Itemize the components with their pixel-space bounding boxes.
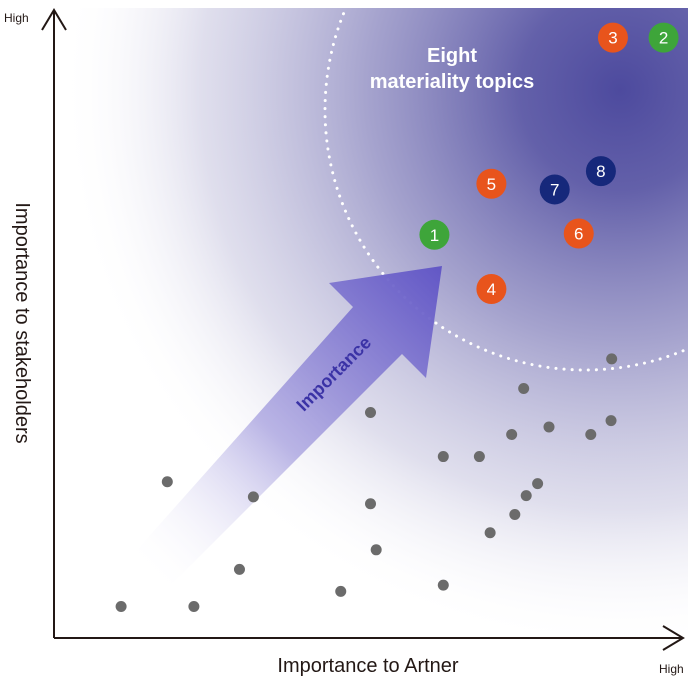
topic-point-2: 2 (648, 22, 679, 53)
other-topic-point-7 (370, 544, 382, 556)
topic-number-3: 3 (608, 29, 617, 48)
topic-marker-7 (539, 174, 570, 205)
other-topic-point-18 (518, 383, 530, 395)
topic-number-5: 5 (487, 175, 496, 194)
other-topic-point-16 (532, 478, 544, 490)
other-topic-point-4 (247, 491, 259, 503)
topic-marker-2 (648, 22, 679, 53)
other-topic-point-15 (520, 490, 532, 502)
topic-number-7: 7 (550, 180, 559, 199)
topic-marker-5 (476, 168, 507, 199)
importance-arrow (128, 266, 442, 594)
other-topic-point-5 (233, 563, 245, 575)
topic-point-6: 6 (563, 218, 594, 249)
other-topic-point-19 (543, 421, 555, 433)
other-topic-point-11 (437, 579, 449, 591)
region-label-line2: materiality topics (370, 71, 535, 93)
topic-point-5: 5 (476, 168, 507, 199)
materiality-topics-layer: 1 2 3 4 5 6 7 8 (419, 22, 679, 304)
topic-marker-1 (419, 219, 450, 250)
topic-number-6: 6 (574, 225, 583, 244)
topic-number-8: 8 (596, 162, 605, 181)
x-high-label: High (659, 662, 684, 676)
other-topic-point-6 (335, 585, 347, 597)
other-topic-point-22 (606, 353, 618, 365)
other-topic-point-2 (188, 601, 200, 612)
other-topic-point-21 (605, 415, 617, 427)
other-topic-point-14 (509, 509, 521, 521)
y-high-label: High (4, 11, 29, 25)
other-topic-point-17 (506, 429, 518, 441)
other-topic-point-12 (473, 451, 485, 463)
topic-point-1: 1 (419, 219, 450, 250)
topic-point-8: 8 (585, 156, 616, 187)
x-axis-label: Importance to Artner (277, 655, 459, 677)
other-topic-point-8 (365, 498, 376, 510)
y-axis-arrowhead (41, 8, 67, 31)
region-label-line1: Eight (427, 45, 477, 67)
topic-number-4: 4 (487, 280, 496, 299)
other-topic-point-9 (365, 406, 376, 418)
topic-point-4: 4 (476, 273, 507, 304)
topic-number-1: 1 (430, 226, 439, 245)
other-topic-point-1 (115, 601, 127, 612)
x-axis-arrowhead (662, 625, 685, 651)
topic-marker-8 (585, 156, 616, 187)
other-topics-layer (115, 353, 618, 612)
topic-number-2: 2 (659, 29, 668, 48)
other-topic-point-10 (437, 451, 449, 463)
topic-marker-3 (597, 22, 628, 53)
topic-marker-6 (563, 218, 594, 249)
topic-marker-4 (476, 273, 507, 304)
y-axis-label: Importance to stakeholders (11, 202, 33, 443)
other-topic-point-3 (161, 476, 173, 488)
topic-point-7: 7 (539, 174, 570, 205)
topic-point-3: 3 (597, 22, 628, 53)
other-topic-point-13 (484, 527, 496, 539)
other-topic-point-20 (585, 429, 597, 441)
